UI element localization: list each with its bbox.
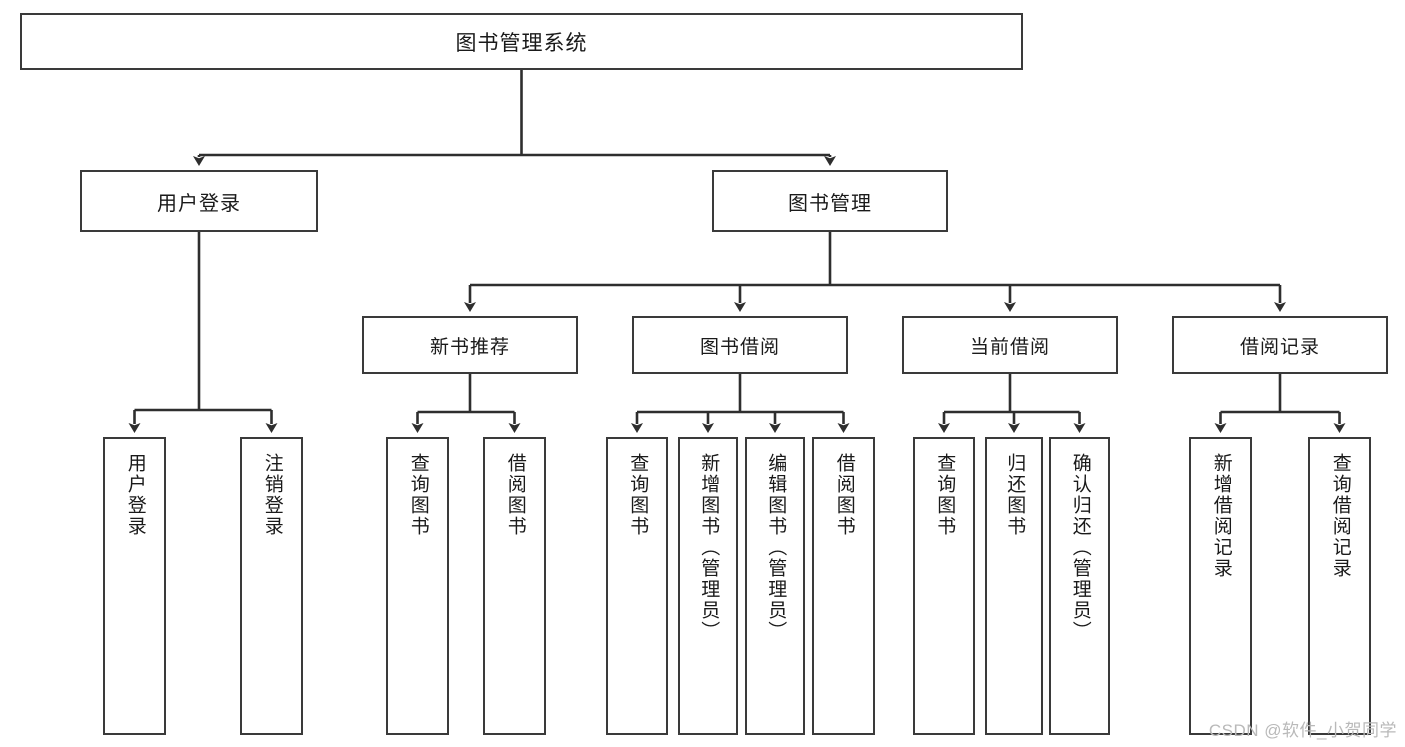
leaf-node-query-borrow-record[interactable]: 查询借阅记录	[1308, 437, 1371, 735]
leaf-node-borrow-book-recommend-label: 借阅图书	[504, 453, 526, 537]
leaf-node-edit-book-admin[interactable]: 编辑图书（管理员）	[745, 437, 805, 735]
node-book-management-label: 图书管理	[788, 192, 872, 215]
leaf-node-query-book-current[interactable]: 查询图书	[913, 437, 975, 735]
leaf-node-query-book-recommend[interactable]: 查询图书	[386, 437, 449, 735]
leaf-node-borrow-book-recommend[interactable]: 借阅图书	[483, 437, 546, 735]
node-user-login[interactable]: 用户登录	[80, 170, 318, 232]
node-user-login-label: 用户登录	[157, 192, 241, 215]
node-root[interactable]: 图书管理系统	[20, 13, 1023, 70]
node-borrow-record[interactable]: 借阅记录	[1172, 316, 1388, 374]
leaf-node-return-book-label: 归还图书	[1004, 453, 1026, 537]
leaf-node-add-book-admin[interactable]: 新增图书（管理员）	[678, 437, 738, 735]
node-borrow-record-label: 借阅记录	[1239, 336, 1320, 358]
leaf-node-confirm-return-admin-label: 确认归还（管理员）	[1069, 453, 1091, 642]
node-root-label: 图书管理系统	[455, 31, 588, 55]
leaf-node-query-borrow-record-label: 查询借阅记录	[1329, 453, 1351, 579]
leaf-node-user-login[interactable]: 用户登录	[103, 437, 166, 735]
watermark: CSDN @软件_小贺同学	[1208, 721, 1397, 740]
leaf-node-logout-label: 注销登录	[261, 453, 283, 537]
leaf-node-edit-book-admin-label: 编辑图书（管理员）	[765, 453, 787, 642]
leaf-node-return-book[interactable]: 归还图书	[985, 437, 1043, 735]
leaf-node-borrow-book[interactable]: 借阅图书	[812, 437, 875, 735]
leaf-node-query-book-recommend-label: 查询图书	[407, 453, 429, 537]
node-book-borrow-label: 图书借阅	[699, 336, 780, 358]
leaf-node-borrow-book-label: 借阅图书	[833, 453, 855, 537]
leaf-node-add-borrow-record-label: 新增借阅记录	[1210, 453, 1232, 579]
leaf-node-add-book-admin-label: 新增图书（管理员）	[698, 453, 720, 642]
node-current-borrow[interactable]: 当前借阅	[902, 316, 1118, 374]
leaf-node-logout[interactable]: 注销登录	[240, 437, 303, 735]
node-new-book-recommend[interactable]: 新书推荐	[362, 316, 578, 374]
leaf-node-confirm-return-admin[interactable]: 确认归还（管理员）	[1049, 437, 1110, 735]
leaf-node-user-login-label: 用户登录	[124, 453, 146, 537]
leaf-node-query-book-borrow-label: 查询图书	[627, 453, 649, 537]
node-book-borrow[interactable]: 图书借阅	[632, 316, 848, 374]
leaf-node-query-book-borrow[interactable]: 查询图书	[606, 437, 668, 735]
leaf-node-add-borrow-record[interactable]: 新增借阅记录	[1189, 437, 1252, 735]
node-current-borrow-label: 当前借阅	[969, 336, 1050, 358]
leaf-node-query-book-current-label: 查询图书	[934, 453, 956, 537]
node-book-management[interactable]: 图书管理	[712, 170, 948, 232]
node-new-book-recommend-label: 新书推荐	[429, 336, 510, 358]
